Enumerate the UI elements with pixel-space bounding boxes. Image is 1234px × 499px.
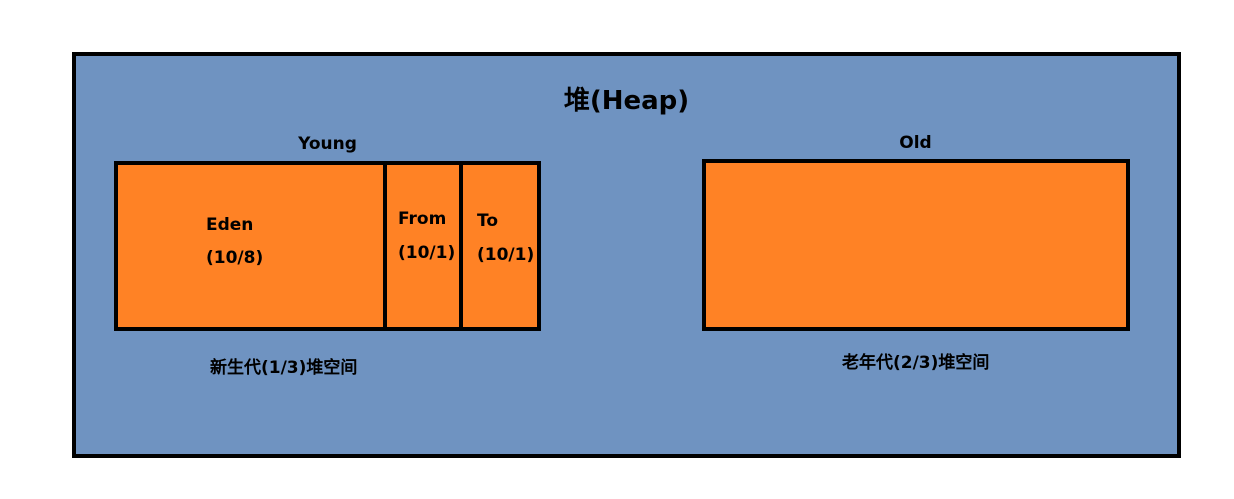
young-generation-caption: 新生代(1/3)堆空间 xyxy=(210,358,358,378)
from-ratio: (10/1) xyxy=(398,243,456,263)
from-survivor-region: From (10/1) xyxy=(387,165,463,327)
to-label: To xyxy=(477,211,499,231)
eden-region: Eden (10/8) xyxy=(118,165,387,327)
heap-container: 堆(Heap) Young Old Eden (10/8) From (10/1… xyxy=(72,52,1181,458)
eden-ratio: (10/8) xyxy=(206,248,264,268)
young-generation-box: Eden (10/8) From (10/1) To (10/1) xyxy=(114,161,541,331)
to-ratio: (10/1) xyxy=(477,245,535,265)
old-generation-caption: 老年代(2/3)堆空间 xyxy=(842,353,990,373)
from-label: From xyxy=(398,209,447,229)
old-generation-label: Old xyxy=(899,133,932,153)
young-generation-label: Young xyxy=(298,134,357,154)
heap-title: 堆(Heap) xyxy=(563,86,690,116)
old-generation-box xyxy=(702,159,1130,331)
eden-label: Eden xyxy=(206,215,254,235)
to-survivor-region: To (10/1) xyxy=(463,165,537,327)
